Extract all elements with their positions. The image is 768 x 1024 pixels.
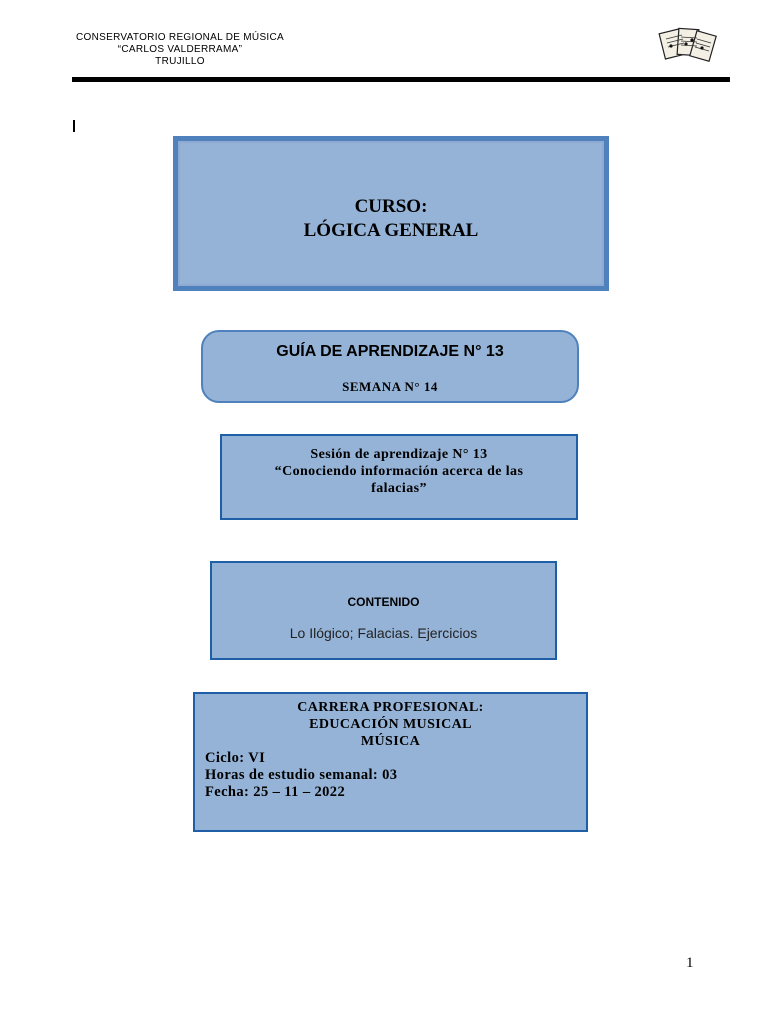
guide-box: GUÍA DE APRENDIZAJE N° 13 SEMANA N° 14 — [201, 330, 579, 403]
career-box: CARRERA PROFESIONAL: EDUCACIÓN MUSICAL M… — [193, 692, 588, 832]
cycle-info: Ciclo: VI — [205, 750, 266, 766]
content-box: CONTENIDO Lo Ilógico; Falacias. Ejercici… — [210, 561, 557, 660]
content-title: CONTENIDO — [347, 595, 420, 609]
session-title-line1: “Conociendo información acerca de las — [274, 464, 524, 479]
course-label: CURSO: — [354, 196, 428, 217]
career-program: EDUCACIÓN MUSICAL — [309, 717, 472, 732]
guide-title: GUÍA DE APRENDIZAJE N° 13 — [276, 343, 504, 360]
course-name: LÓGICA GENERAL — [303, 220, 479, 241]
sheet-music-icon — [656, 25, 718, 69]
session-title-line2: falacias” — [371, 481, 427, 496]
session-number: Sesión de aprendizaje N° 13 — [310, 447, 488, 462]
date-info: Fecha: 25 – 11 – 2022 — [205, 784, 346, 800]
page-number: 1 — [686, 955, 694, 971]
institution-subtitle: “CARLOS VALDERRAMA” — [117, 44, 243, 55]
career-label: CARRERA PROFESIONAL: — [297, 700, 484, 715]
institution-header: CONSERVATORIO REGIONAL DE MÚSICA “CARLOS… — [60, 32, 300, 68]
career-specialty: MÚSICA — [360, 734, 421, 749]
institution-city: TRUJILLO — [155, 56, 205, 67]
guide-week: SEMANA N° 14 — [342, 379, 438, 394]
content-text: Lo Ilógico; Falacias. Ejercicios — [289, 625, 478, 641]
header-divider — [72, 77, 730, 82]
institution-name: CONSERVATORIO REGIONAL DE MÚSICA — [76, 32, 284, 43]
course-box: CURSO: LÓGICA GENERAL — [173, 136, 609, 291]
session-box: Sesión de aprendizaje N° 13 “Conociendo … — [220, 434, 578, 520]
study-hours: Horas de estudio semanal: 03 — [205, 767, 398, 783]
text-cursor-mark — [73, 120, 75, 132]
